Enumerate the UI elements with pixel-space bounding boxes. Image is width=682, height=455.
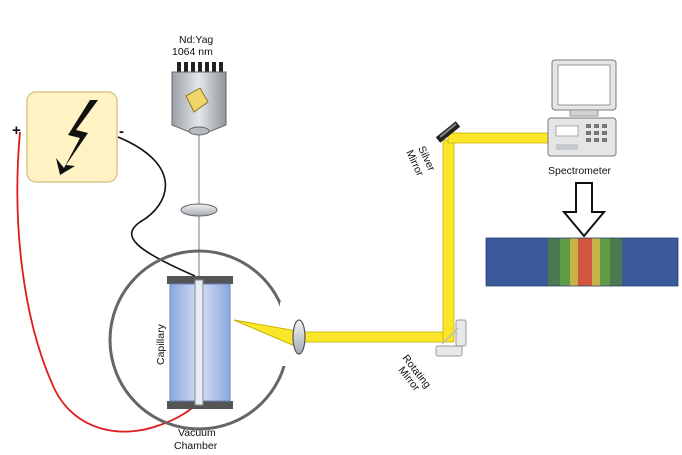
positive-wire [16,131,201,433]
laser-crystal-icon [185,87,209,113]
beam-horizontal-lower [299,331,449,343]
spectrum-band [610,238,622,286]
spectrum-band [578,238,592,286]
keypad-icon [586,124,607,142]
exit-lens [292,319,306,355]
spectrometer-label: Spectrometer [548,165,612,177]
spectrum-band [548,238,560,286]
spectrum-band [622,238,678,286]
spectrum-strip [486,238,678,286]
lightning-bolt-icon [56,100,98,175]
spectrum-band [592,238,600,286]
laser-label-line1: Nd:Yag [179,34,213,46]
spectrum-band [486,238,548,286]
capillary [167,276,233,409]
vacuum-chamber-label-line2: Chamber [174,440,218,452]
beam-vertical [442,139,455,343]
minus-terminal-label: - [119,123,124,140]
power-supply: + - [12,91,124,183]
negative-wire [117,136,196,277]
spectrum-band [600,238,610,286]
rotating-mirror [435,319,467,357]
plus-terminal-label: + [12,122,21,139]
laser-label-line2: 1064 nm [172,46,213,58]
capillary-label: Capillary [155,323,167,365]
laser-fins-icon [177,62,223,72]
spectrum-band [570,238,578,286]
focusing-lens [180,203,218,217]
nd-yag-laser: Nd:Yag 1064 nm [171,34,227,136]
down-arrow-icon [561,182,607,238]
spectrum-band [560,238,570,286]
beam-horizontal-upper [447,132,551,144]
vacuum-chamber-label-line1: Vacuum [178,427,216,439]
spectrometer [547,59,617,157]
silver-mirror [435,121,461,143]
